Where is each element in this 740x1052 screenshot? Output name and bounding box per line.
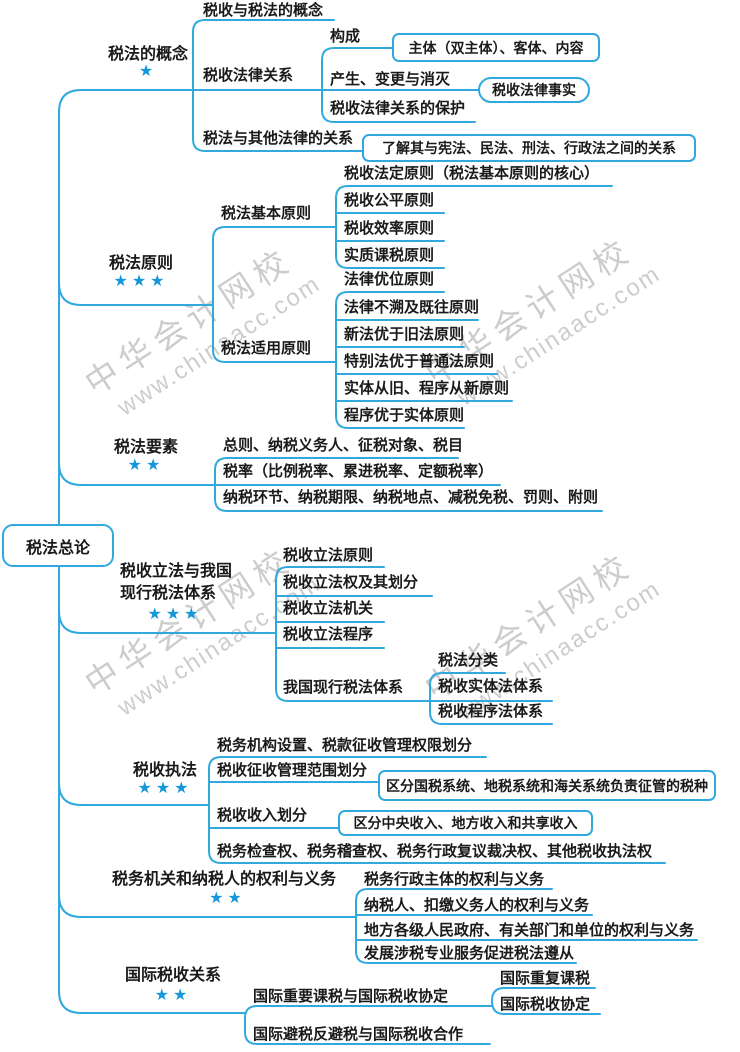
node-enforcement-item[interactable]: 税收收入划分	[217, 807, 308, 824]
star-rating: ★★	[154, 987, 192, 1004]
star-rating: ★★★	[113, 273, 169, 290]
node-principle[interactable]: 税收效率原则	[344, 220, 435, 237]
node-system-item[interactable]: 税收程序法体系	[438, 703, 544, 720]
node-enforcement-item[interactable]: 税务机构设置、税款征收管理权限划分	[217, 737, 473, 754]
node-principle[interactable]: 程序优于实体原则	[344, 407, 465, 424]
box-revenue-division[interactable]: 区分中央收入、地方收入和共享收入	[338, 810, 593, 836]
node-rights-item[interactable]: 税务行政主体的权利与义务	[364, 871, 545, 888]
node-enforcement-item[interactable]: 税收征收管理范围划分	[217, 762, 368, 779]
node-principle[interactable]: 实质课税原则	[344, 247, 435, 264]
node-composition[interactable]: 构成	[330, 28, 361, 45]
star-rating: ★★★	[147, 606, 203, 623]
branch-rights-label[interactable]: 税务机关和纳税人的权利与义务	[112, 871, 337, 888]
node-arise-change-extinguish[interactable]: 产生、变更与消灭	[330, 71, 451, 88]
node-international-subitem[interactable]: 国际税收协定	[500, 996, 591, 1013]
node-legislation-item[interactable]: 税收立法权及其划分	[283, 574, 419, 591]
node-legal-relationship[interactable]: 税收法律关系	[203, 67, 294, 84]
branch-international-label[interactable]: 国际税收关系	[125, 967, 222, 984]
node-relationship-protection[interactable]: 税收法律关系的保护	[330, 100, 466, 117]
star-rating: ★★	[209, 890, 246, 907]
root-node[interactable]: 税法总论	[2, 524, 114, 567]
node-principle[interactable]: 新法优于旧法原则	[344, 326, 465, 343]
node-principle[interactable]: 税收公平原则	[344, 192, 435, 209]
box-constitution-civil-criminal[interactable]: 了解其与宪法、民法、刑法、行政法之间的关系	[362, 134, 696, 162]
node-rights-item[interactable]: 地方各级人民政府、有关部门和单位的权利与义务	[364, 922, 695, 939]
node-current-tax-system[interactable]: 我国现行税法体系	[283, 679, 404, 696]
node-relation-other-laws[interactable]: 税法与其他法律的关系	[203, 130, 354, 147]
star-rating: ★★★	[137, 780, 193, 797]
node-international-item[interactable]: 国际重要课税与国际税收协定	[253, 988, 449, 1005]
node-principle[interactable]: 法律不溯及既往原则	[344, 299, 480, 316]
node-principle[interactable]: 实体从旧、程序从新原则	[344, 380, 510, 397]
node-legislation-item[interactable]: 税收立法程序	[283, 626, 374, 643]
branch-concept-label[interactable]: 税法的概念	[107, 46, 188, 63]
box-collection-scope[interactable]: 区分国税系统、地税系统和海关系统负责征管的税种	[378, 770, 716, 801]
node-system-item[interactable]: 税收实体法体系	[438, 678, 544, 695]
node-international-item[interactable]: 国际避税反避税与国际税收合作	[253, 1026, 464, 1043]
branch-legislation-label-line2[interactable]: 现行税法体系	[120, 585, 217, 602]
star-rating: ★	[138, 63, 158, 80]
node-principle[interactable]: 特别法优于普通法原则	[344, 353, 495, 370]
node-rights-item[interactable]: 纳税人、扣缴义务人的权利与义务	[364, 897, 590, 914]
branch-principles-label[interactable]: 税法原则	[108, 255, 173, 272]
node-application-principles[interactable]: 税法适用原则	[221, 340, 312, 357]
node-legislation-item[interactable]: 税收立法原则	[283, 547, 374, 564]
node-element[interactable]: 税率（比例税率、累进税率、定额税率）	[223, 463, 494, 480]
node-system-item[interactable]: 税法分类	[438, 652, 499, 669]
node-principle[interactable]: 税收法定原则（税法基本原则的核心）	[344, 165, 600, 182]
box-subject-object-content[interactable]: 主体（双主体）、客体、内容	[392, 33, 600, 62]
branch-elements-label[interactable]: 税法要素	[113, 439, 178, 456]
node-basic-principles[interactable]: 税法基本原则	[221, 205, 312, 222]
node-legislation-item[interactable]: 税收立法机关	[283, 600, 374, 617]
branch-enforcement-label[interactable]: 税收执法	[132, 762, 197, 779]
box-tax-legal-fact[interactable]: 税收法律事实	[478, 77, 590, 103]
node-element[interactable]: 总则、纳税义务人、征税对象、税目	[223, 437, 464, 454]
node-tax-and-law-definition[interactable]: 税收与税法的概念	[203, 2, 324, 19]
node-enforcement-item[interactable]: 税务检查权、税务稽查权、税务行政复议裁决权、其他税收执法权	[217, 843, 653, 860]
star-rating: ★★	[127, 457, 165, 474]
node-international-subitem[interactable]: 国际重复课税	[500, 970, 591, 987]
node-rights-item[interactable]: 发展涉税专业服务促进税法遵从	[364, 945, 575, 962]
node-principle[interactable]: 法律优位原则	[344, 271, 435, 288]
branch-legislation-label-line1[interactable]: 税收立法与我国	[120, 563, 233, 580]
node-element[interactable]: 纳税环节、纳税期限、纳税地点、减税免税、罚则、附则	[223, 489, 599, 506]
